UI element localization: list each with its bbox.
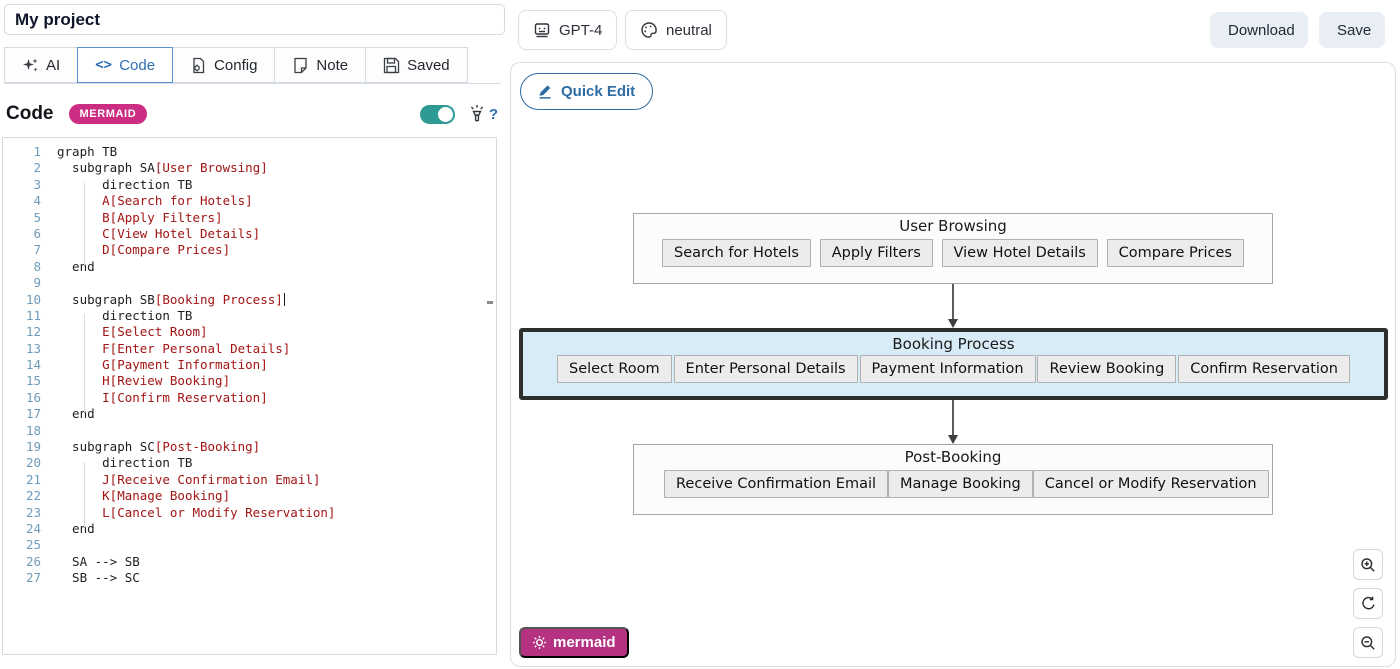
tab-ai[interactable]: AI [4,47,79,83]
flowchart-node[interactable]: View Hotel Details [941,239,1098,267]
flashlight-icon [468,104,486,124]
save-button[interactable]: Save [1319,12,1385,48]
tab-label: Saved [407,56,450,74]
code-line[interactable]: SA --> SB [57,553,140,569]
code-line[interactable]: D[Compare Prices] [102,242,231,258]
help-link[interactable]: ? [488,105,498,123]
code-header: Code MERMAID ? [6,99,498,129]
text-cursor [283,292,285,306]
code-line[interactable]: E[Select Room] [102,324,208,340]
tab-note[interactable]: Note [274,47,367,83]
code-line[interactable]: direction TB [57,176,193,192]
tab-code[interactable]: <> Code [77,47,174,83]
code-sync-toggle[interactable] [419,104,455,124]
indent-guide [84,461,85,528]
gear-icon [532,635,547,650]
quick-edit-label: Quick Edit [561,83,636,100]
model-select-button[interactable]: GPT-4 [518,10,618,50]
code-line[interactable] [57,423,496,439]
tab-bar: AI <> Code Config Note Saved [4,47,501,84]
mermaid-engine-badge[interactable]: mermaid [519,627,629,658]
code-line[interactable]: SB --> SC [57,570,140,586]
tab-label: Note [316,56,349,74]
subgraph-nodes: Search for Hotels Apply Filters View Hotel… [634,239,1272,267]
code-line[interactable]: G[Payment Information] [102,357,268,373]
subgraph-title: Post-Booking [904,448,1002,466]
code-line[interactable] [57,537,496,553]
project-title-input[interactable] [4,4,505,35]
code-line[interactable]: subgraph SA[User Browsing] [57,160,268,176]
code-line[interactable]: B[Apply Filters] [102,209,223,225]
code-line[interactable]: subgraph SC[Post-Booking] [57,439,261,455]
flowchart-node[interactable]: Confirm Reservation [1178,355,1350,383]
code-line[interactable]: graph TB [57,144,118,159]
code-panel-title: Code [6,103,54,124]
code-content[interactable]: graph TB subgraph SA[User Browsing] dire… [57,144,496,654]
mermaid-badge-label: mermaid [553,634,616,651]
flowchart-node[interactable]: Manage Booking [888,470,1033,498]
indent-guide [84,182,85,265]
code-line[interactable]: A[Search for Hotels] [102,193,253,209]
flowchart-node[interactable]: Select Room [557,355,672,383]
flowchart-node[interactable]: Enter Personal Details [673,355,858,383]
tab-config[interactable]: Config [172,47,276,83]
code-icon: <> [95,56,113,73]
mermaid-language-badge: MERMAID [68,104,148,124]
subgraph-title: Booking Process [892,335,1015,353]
subgraph-user-browsing[interactable]: User Browsing Search for Hotels Apply Fil… [633,213,1273,284]
bot-icon [533,21,551,39]
code-line[interactable]: K[Manage Booking] [102,488,231,504]
note-icon [292,57,309,74]
saved-icon [383,57,400,74]
tab-label: Code [119,56,156,74]
zoom-out-button[interactable] [1353,627,1383,658]
quick-edit-button[interactable]: Quick Edit [520,73,654,110]
pencil-icon [538,84,553,99]
code-line[interactable]: subgraph SB[Booking Process] [57,291,285,307]
sparkles-icon [22,57,39,74]
code-line[interactable]: I[Confirm Reservation] [102,389,268,405]
zoom-in-button[interactable] [1353,549,1383,580]
tab-saved[interactable]: Saved [365,47,468,83]
reset-view-button[interactable] [1353,588,1383,619]
flowchart-node[interactable]: Compare Prices [1106,239,1244,267]
code-line[interactable]: F[Enter Personal Details] [102,340,291,356]
code-line[interactable]: end [57,406,95,422]
flowchart-node[interactable]: Apply Filters [819,239,933,267]
code-line[interactable]: direction TB [57,455,193,471]
code-line[interactable]: end [57,258,95,274]
code-line[interactable]: J[Receive Confirmation Email] [102,471,321,487]
indent-guide [84,314,85,413]
flowchart-node[interactable]: Payment Information [859,355,1036,383]
subgraph-title: User Browsing [899,217,1007,235]
download-button[interactable]: Download [1210,12,1308,48]
tab-label: AI [46,56,61,74]
model-label: GPT-4 [559,21,603,39]
flowchart-node[interactable]: Cancel or Modify Reservation [1032,470,1269,498]
tab-label: Config [214,56,258,74]
code-line[interactable]: C[View Hotel Details] [102,225,261,241]
palette-icon [640,21,658,39]
code-line[interactable]: direction TB [57,307,193,323]
overview-ruler-cursor-mark [487,301,493,304]
code-line[interactable]: H[Review Booking] [102,373,231,389]
theme-select-button[interactable]: neutral [625,10,727,50]
code-line[interactable] [57,275,496,291]
code-line[interactable]: end [57,520,95,536]
diagram-canvas[interactable]: Quick Edit User Browsing Search for Hote… [510,62,1396,667]
theme-label: neutral [666,21,712,39]
flowchart-node[interactable]: Review Booking [1037,355,1177,383]
edge-arrow-sa-sb [947,284,959,328]
config-icon [190,57,207,74]
flowchart-node[interactable]: Search for Hotels [662,239,811,267]
code-line[interactable]: L[Cancel or Modify Reservation] [102,504,336,520]
edge-arrow-sb-sc [947,400,959,444]
flowchart-node[interactable]: Receive Confirmation Email [664,470,889,498]
